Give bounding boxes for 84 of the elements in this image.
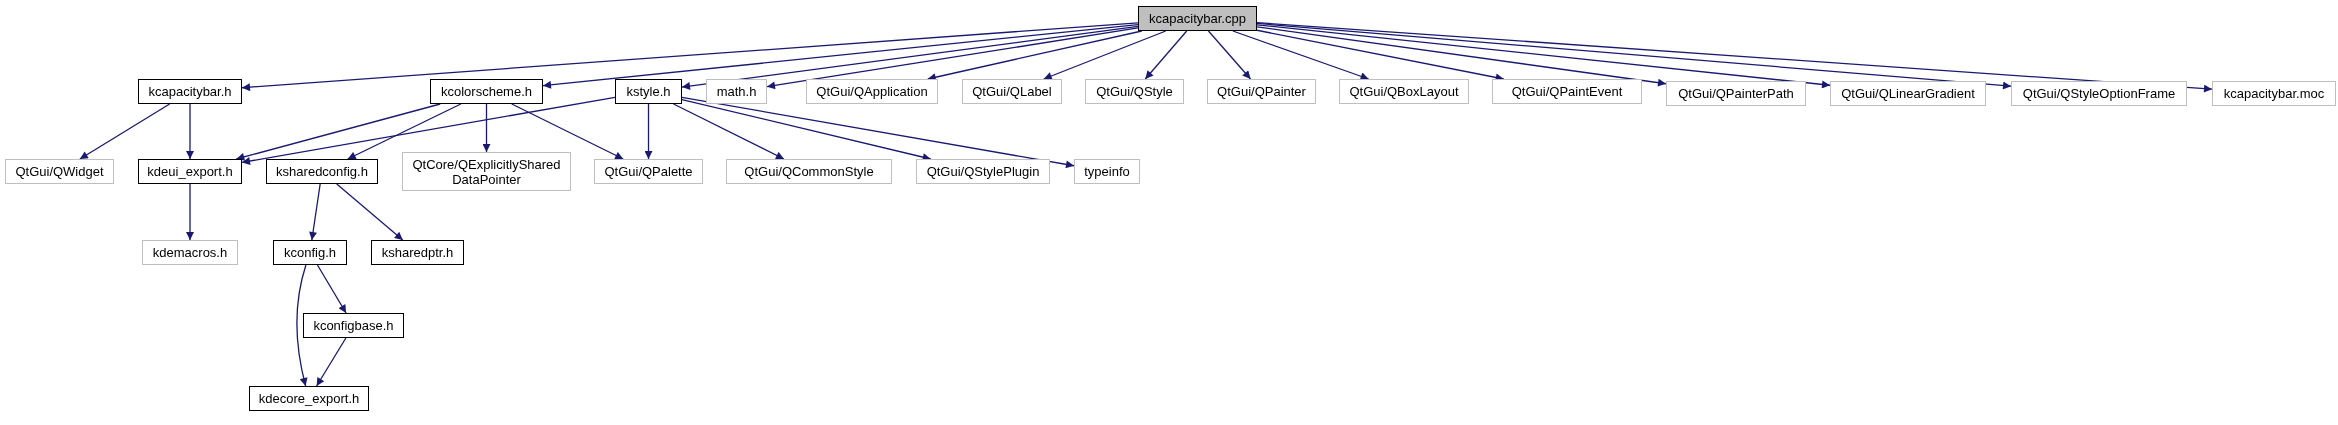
arrow — [1232, 30, 1370, 81]
file-box — [1074, 159, 1140, 184]
file-box — [142, 240, 238, 265]
arrow — [241, 96, 616, 165]
file-box — [1492, 79, 1642, 104]
file-box — [916, 159, 1050, 184]
file-name: QtGui/QStyleOptionFrame — [2022, 86, 2176, 101]
file-name: QtGui/QBoxLayout — [1349, 84, 1459, 99]
file-name: ksharedptr.h — [381, 245, 454, 260]
arrow — [186, 183, 194, 241]
file-box — [266, 159, 378, 184]
arrow — [296, 264, 308, 387]
file-name: kstyle.h — [626, 84, 671, 99]
file-box — [1085, 79, 1184, 104]
file-name: QtGui/QStylePlugin — [926, 164, 1040, 179]
file-box — [402, 152, 571, 191]
file-box — [138, 159, 242, 184]
file-name: kdeui_export.h — [147, 164, 233, 179]
file-name: QtGui/QCommonStyle — [744, 164, 874, 179]
file-box — [806, 79, 938, 104]
file-box — [138, 79, 242, 104]
file-box — [706, 79, 767, 104]
file-name: kcapacitybar.h — [148, 84, 232, 99]
arrow — [347, 103, 462, 160]
arrow — [309, 183, 321, 241]
arrow — [1043, 30, 1167, 80]
file-box — [273, 240, 347, 265]
arrow — [336, 183, 404, 241]
file-box — [962, 79, 1062, 104]
arrow — [316, 264, 347, 314]
arrow — [79, 103, 171, 160]
arrow — [482, 103, 491, 153]
arrow — [672, 103, 785, 160]
file-box — [1830, 81, 1986, 106]
file-name: kdemacros.h — [152, 245, 228, 260]
file-box — [430, 79, 543, 104]
file-name: QtGui/QLinearGradient — [1841, 86, 1975, 101]
file-name: QtGui/QWidget — [15, 164, 104, 179]
file-name: kconfigbase.h — [313, 318, 394, 333]
arrow — [681, 96, 1075, 169]
arrow — [235, 103, 441, 161]
file-name: kcapacitybar.moc — [2223, 86, 2325, 101]
file-name: kconfig.h — [283, 245, 336, 260]
arrow — [644, 103, 653, 160]
arrow — [315, 337, 347, 387]
file-name: QtGui/QApplication — [816, 84, 928, 99]
file-name: math.h — [716, 84, 757, 99]
file-box — [615, 79, 682, 104]
file-name: typeinfo — [1084, 164, 1130, 179]
file-name: QtGui/QStyle — [1096, 84, 1173, 99]
arrow — [241, 22, 1139, 92]
file-box — [726, 159, 892, 184]
file-name: kcapacitybar.cpp — [1149, 11, 1246, 26]
arrow — [511, 103, 624, 160]
file-box — [249, 386, 369, 411]
file-box — [303, 313, 404, 338]
arrow — [1256, 22, 2213, 93]
arrow — [1256, 22, 2012, 90]
arrow — [1256, 24, 1831, 89]
arrow — [681, 25, 1139, 90]
file-box — [594, 159, 703, 184]
file-box — [1207, 79, 1316, 104]
arrow — [542, 23, 1139, 89]
arrow — [766, 27, 1139, 90]
file-name: kdecore_export.h — [258, 391, 360, 406]
file-name: QtGui/QPainter — [1217, 84, 1306, 99]
file-box — [2011, 81, 2187, 106]
file-name: QtGui/QLabel — [972, 84, 1052, 99]
arrow — [1256, 26, 1667, 87]
file-box — [5, 159, 114, 184]
file-box — [1339, 79, 1469, 104]
file-name: kcolorscheme.h — [440, 84, 532, 99]
arrow — [1144, 30, 1188, 80]
file-box — [371, 240, 464, 265]
arrow — [186, 103, 194, 160]
arrow — [1207, 30, 1252, 80]
file-name: QtGui/QPainterPath — [1678, 86, 1794, 101]
file-box — [2212, 81, 2336, 106]
file-name: QtGui/QPalette — [604, 164, 693, 179]
file-name: ksharedconfig.h — [276, 164, 368, 179]
file-name: QtCore/QExplicitlyShared DataPointer — [411, 156, 562, 187]
file-box — [1138, 6, 1257, 31]
file-name: QtGui/QPaintEvent — [1511, 84, 1623, 99]
file-box — [1666, 81, 1806, 106]
